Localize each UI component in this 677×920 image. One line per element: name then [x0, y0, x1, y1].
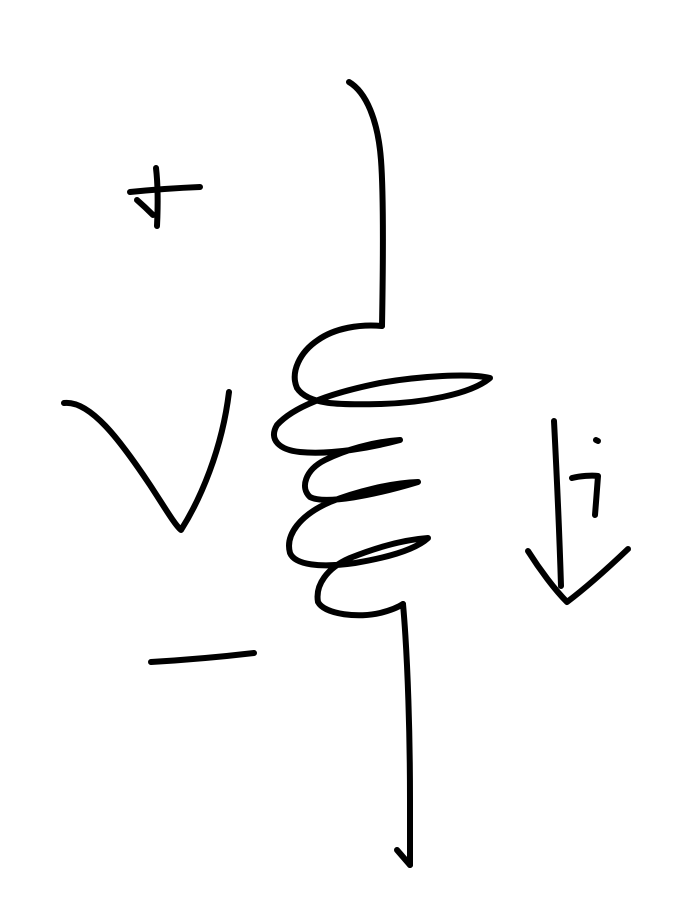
bottom-lead-tick [394, 847, 413, 868]
inductor-coil [271, 322, 493, 619]
plus-sign: + [127, 165, 203, 229]
top-lead-wire [346, 79, 386, 329]
current-i-label: i [569, 437, 601, 518]
voltage-v-label: v [61, 389, 232, 533]
current-arrow [525, 418, 631, 605]
bottom-lead-wire [400, 601, 413, 868]
minus-sign: − [148, 650, 257, 665]
